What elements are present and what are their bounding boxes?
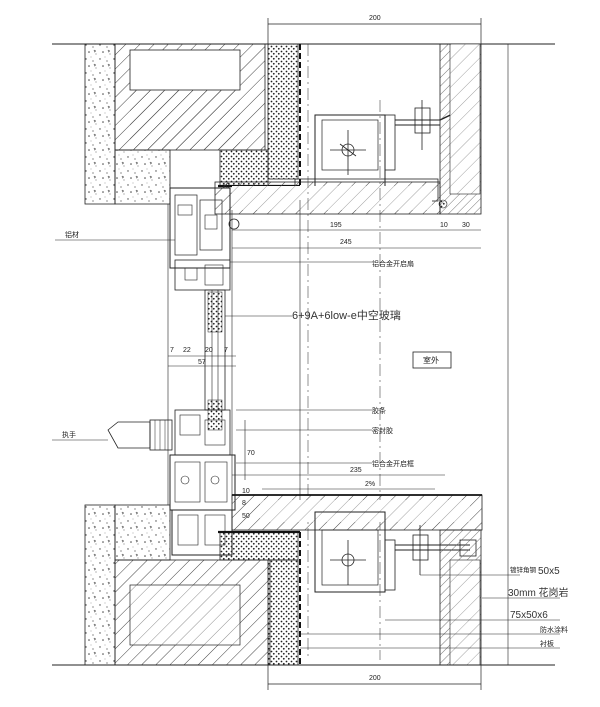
label-steel-75: 75x50x6: [510, 610, 548, 621]
dim-200-top: 200: [369, 15, 381, 22]
label-frame-mid: 铝合金开启框: [372, 459, 414, 468]
dim-30: 30: [462, 222, 470, 229]
bottom-concrete-left: [84, 504, 116, 666]
dim-57: 57: [198, 359, 206, 366]
dim-10b: 10: [242, 488, 250, 495]
label-frame-top: 铝合金开启扇: [372, 259, 414, 268]
label-steel-angle-top: 镀锌角钢: [510, 565, 537, 574]
label-stone-30: 30mm 花岗岩: [508, 586, 569, 599]
dim-70: 70: [247, 450, 255, 457]
dims-235-row: 235 2%: [232, 467, 445, 490]
label-seal: 胶条: [372, 406, 386, 415]
label-glass: 6+9A+6low-e中空玻璃: [292, 308, 401, 322]
window-handle: 执手: [52, 419, 173, 451]
bottom-waterproof-band: [219, 531, 299, 561]
dim-22: 22: [183, 347, 191, 354]
label-sealant: 密封胶: [372, 426, 393, 435]
dim-7b: 7: [224, 347, 228, 354]
dim-10: 10: [440, 222, 448, 229]
outdoor-label-box: [412, 351, 452, 369]
label-left-a: 铝材: [65, 230, 79, 239]
top-wall-void: [129, 49, 241, 91]
dim-195: 195: [330, 222, 342, 229]
bottom-dimension: 200: [267, 665, 482, 690]
dim-200-bottom: 200: [369, 675, 381, 682]
label-steel-50: 50x5: [538, 566, 560, 577]
dim-245: 245: [340, 239, 352, 246]
label-backer: 衬板: [540, 639, 554, 648]
top-dimension: 200: [267, 15, 482, 44]
dim-20: 20: [205, 347, 213, 354]
dims-middle-top: 195 10 30 245: [232, 222, 481, 249]
dim-slope: 2%: [365, 481, 375, 488]
dim-10c: 10: [222, 183, 230, 190]
top-concrete-left: [84, 43, 116, 205]
dim-7a: 7: [170, 347, 174, 354]
top-concrete-bottom: [114, 149, 171, 205]
right-labels: 镀锌角钢 50x5 30mm 花岗岩 75x50x6 防水涂料 衬板: [300, 565, 569, 649]
label-left-b: 执手: [62, 430, 76, 439]
dims-57-row: 7 22 20 7 57: [168, 347, 236, 367]
label-waterproof: 防水涂料: [540, 625, 568, 634]
dim-235: 235: [350, 467, 362, 474]
label-outdoor: 室外: [423, 355, 439, 365]
window-frame: [169, 187, 240, 556]
top-waterproof-band: [267, 43, 299, 180]
